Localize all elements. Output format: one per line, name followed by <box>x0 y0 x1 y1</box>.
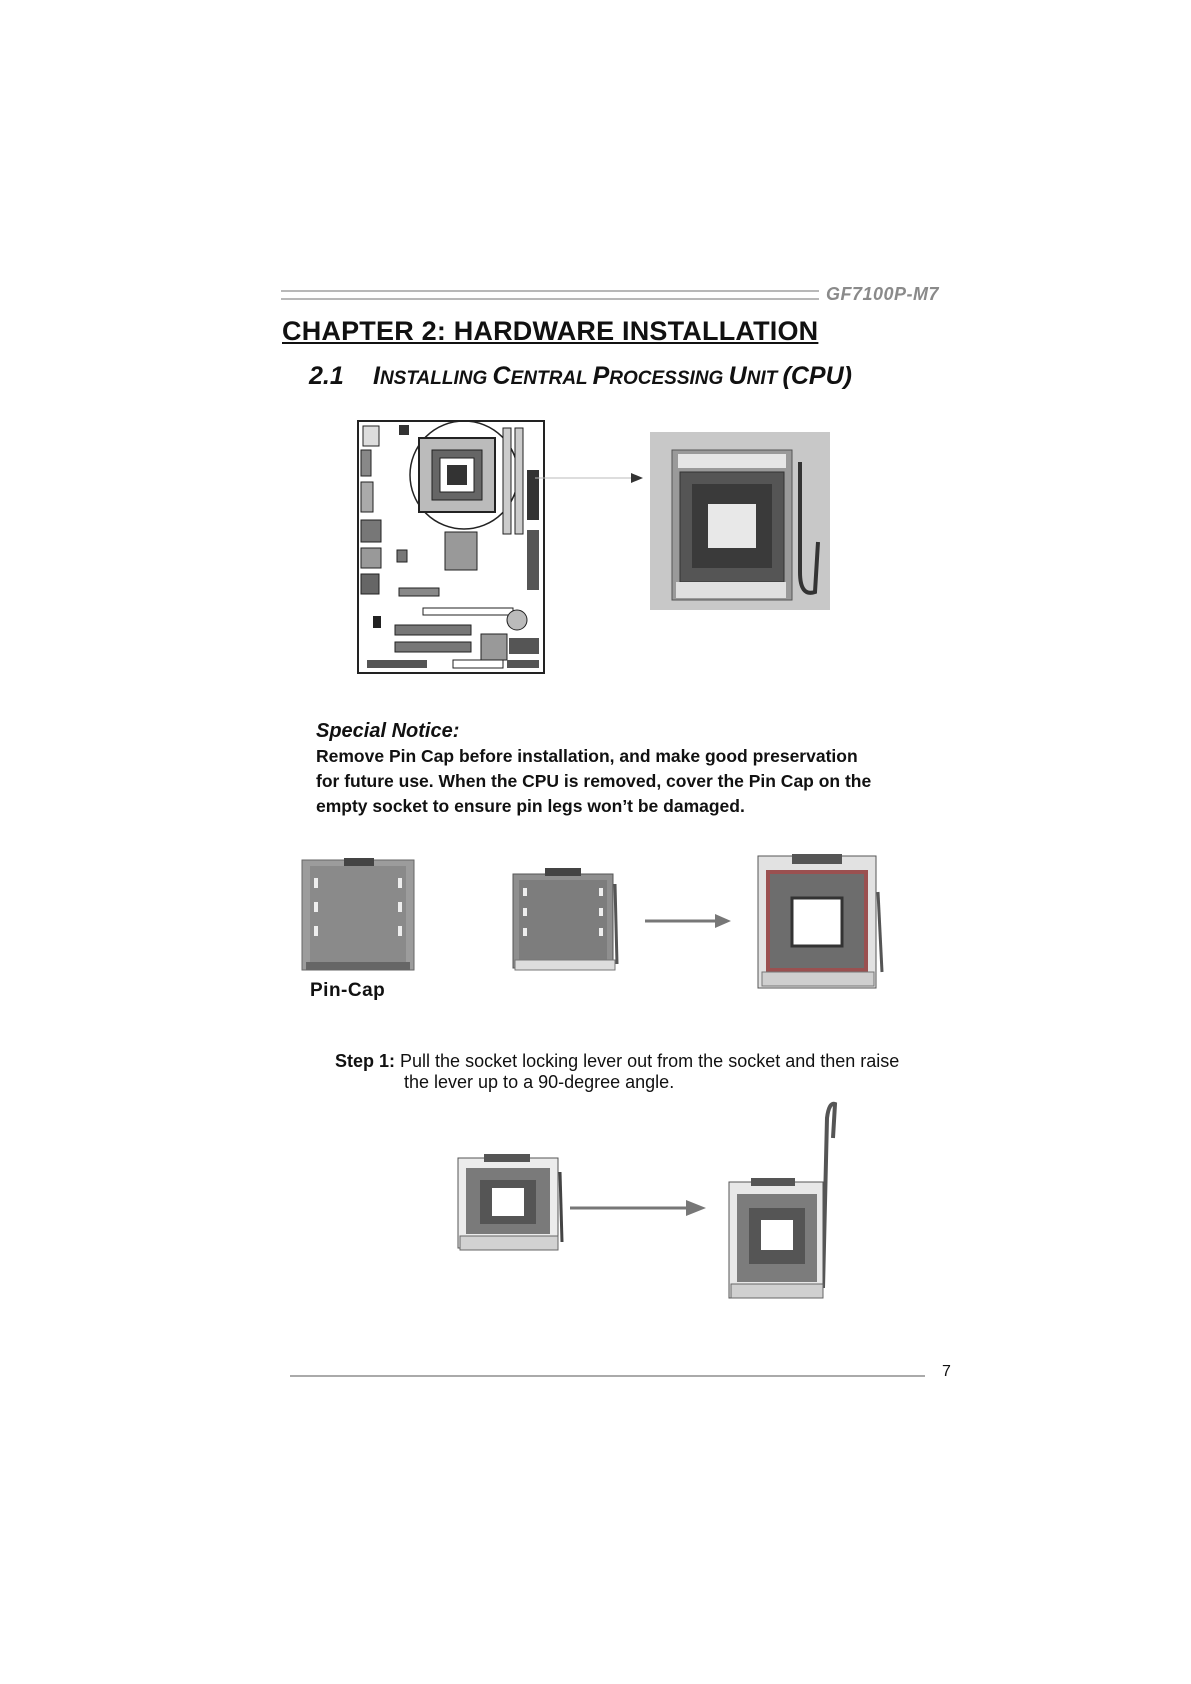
chapter-title: CHAPTER 2: HARDWARE INSTALLATION <box>282 316 819 346</box>
step-1-line-1: Pull the socket locking lever out from t… <box>400 1051 900 1071</box>
socket-without-cap-photo <box>752 852 892 992</box>
arrow-right-icon <box>570 1198 710 1218</box>
socket-lever-raised-photo <box>715 1098 845 1308</box>
socket-lever-down-photo <box>450 1152 568 1256</box>
header-rule <box>281 290 819 300</box>
motherboard-diagram <box>357 420 545 674</box>
step-1-label: Step 1: <box>335 1051 396 1071</box>
pin-cap-photo <box>300 856 418 974</box>
step-1-line-2: the lever up to a 90-degree angle. <box>404 1072 675 1092</box>
notice-line-3: empty socket to ensure pin legs won’t be… <box>316 796 745 816</box>
notice-body: Remove Pin Cap before installation, and … <box>316 744 916 819</box>
socket-with-cap-photo <box>505 864 627 976</box>
socket-photo <box>650 432 830 610</box>
arrow-right-icon <box>645 912 733 930</box>
section-number: 2.1 <box>309 362 344 390</box>
step-1-text: Step 1: Pull the socket locking lever ou… <box>335 1050 975 1072</box>
pin-cap-label: Pin-Cap <box>310 980 386 1001</box>
notice-line-2: for future use. When the CPU is removed,… <box>316 771 872 791</box>
model-name: GF7100P-M7 <box>826 284 940 304</box>
notice-line-1: Remove Pin Cap before installation, and … <box>316 746 858 766</box>
page-number: 7 <box>942 1363 951 1380</box>
arrow-right-icon <box>535 470 645 486</box>
footer-rule <box>290 1375 925 1377</box>
notice-title: Special Notice: <box>316 720 460 742</box>
section-title: INSTALLING CENTRAL PROCESSING UNIT (CPU) <box>373 362 852 390</box>
